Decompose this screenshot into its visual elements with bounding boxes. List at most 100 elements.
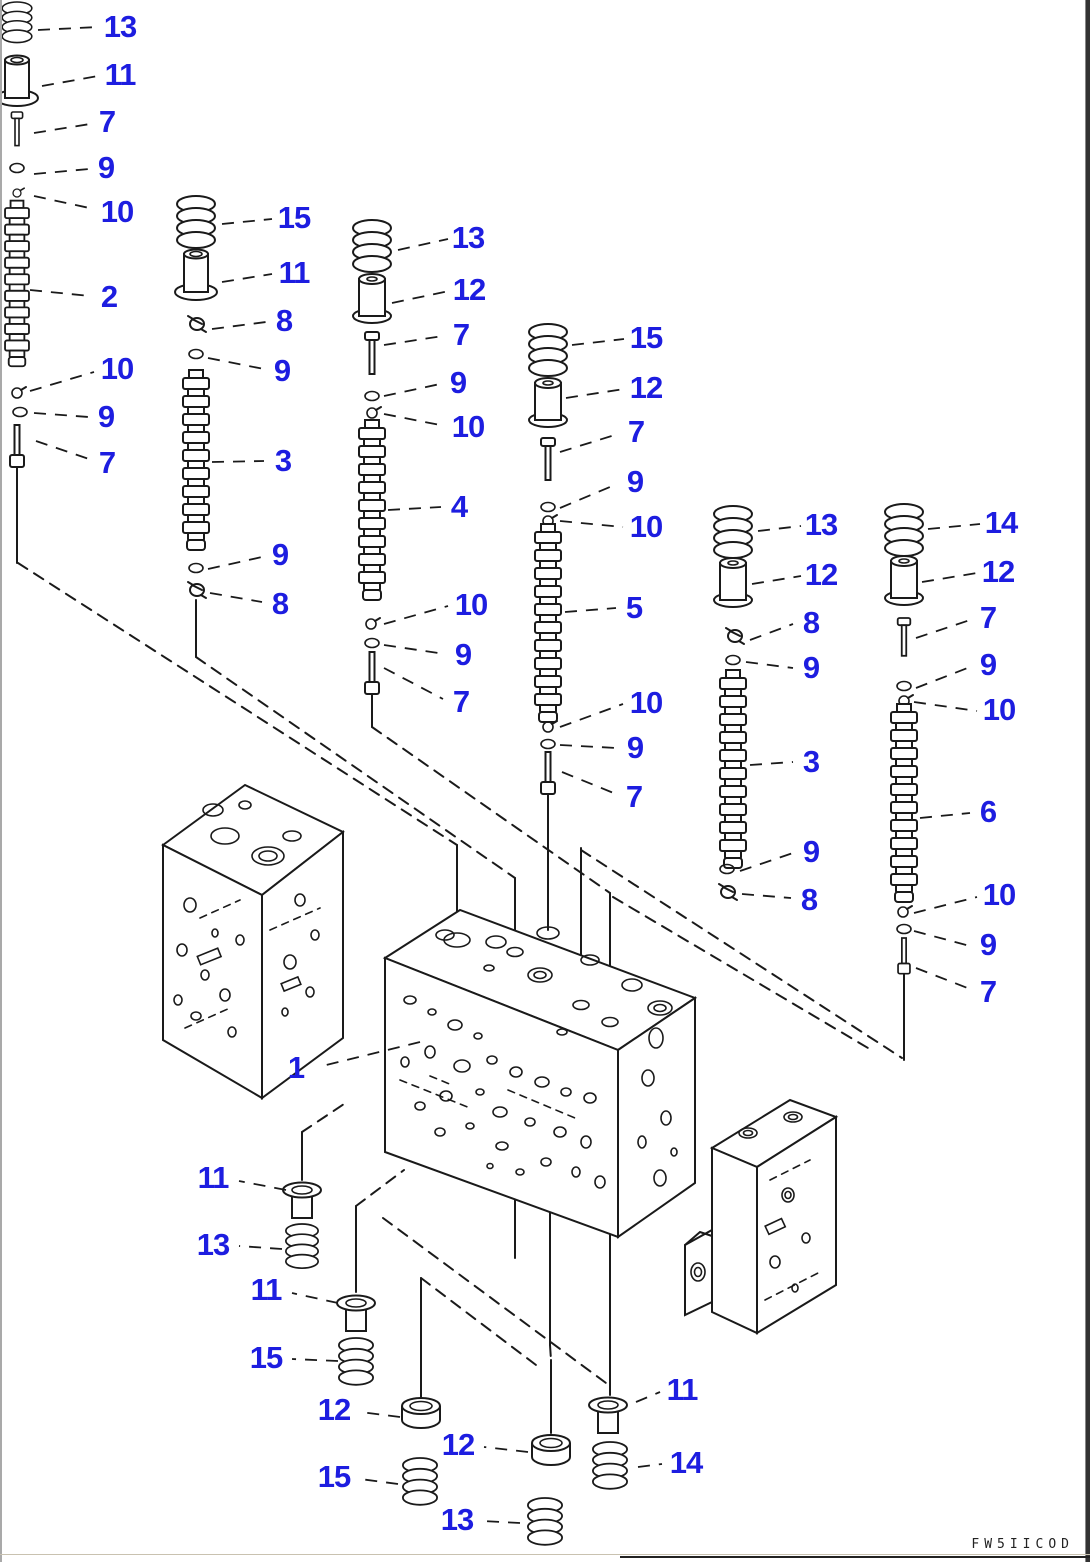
plug-part	[352, 273, 392, 324]
leader-line-9	[745, 661, 794, 669]
leader-line-7	[33, 123, 91, 134]
part-callout-10: 10	[629, 509, 663, 544]
leader-line-15	[359, 1478, 399, 1485]
part-callout-7: 7	[979, 600, 997, 635]
part-callout-13: 13	[196, 1227, 230, 1262]
part-callout-8: 8	[275, 303, 293, 338]
part-callout-9: 9	[802, 650, 820, 685]
leader-line-13	[238, 1245, 283, 1250]
spring-part	[337, 1337, 375, 1386]
part-callout-9: 9	[271, 537, 289, 572]
part-callout-7: 7	[98, 104, 116, 139]
drawing-frame-bottom	[620, 1556, 1090, 1558]
leader-line-15	[221, 218, 273, 225]
part-callout-2: 2	[100, 279, 118, 314]
pin-part	[10, 111, 24, 147]
leader-line-10	[29, 371, 95, 392]
part-callout-8: 8	[271, 586, 289, 621]
part-callout-7: 7	[452, 684, 470, 719]
spool-part	[183, 370, 209, 550]
leader-line-9	[33, 412, 90, 418]
spool-part	[359, 420, 385, 600]
plug-part	[282, 1181, 322, 1219]
washer-part	[365, 617, 381, 630]
leader-line-7	[383, 667, 444, 700]
ring-part	[9, 162, 25, 174]
valve-body-section-left	[161, 783, 345, 1100]
end-cover-body	[684, 1098, 839, 1335]
leader-line-15	[291, 1358, 339, 1362]
ring-part	[188, 562, 204, 574]
ring-part	[364, 637, 380, 649]
leader-line-2	[29, 289, 91, 297]
leader-line-15	[571, 338, 625, 346]
leader-line-10	[559, 520, 624, 528]
leader-line-8	[741, 893, 792, 899]
part-callout-4: 4	[450, 489, 468, 524]
spring-part	[176, 195, 216, 249]
plug-part	[528, 377, 568, 428]
part-callout-3: 3	[274, 443, 292, 478]
leader-line-5	[564, 607, 617, 613]
plug-part	[336, 1294, 376, 1332]
spring-part	[528, 323, 568, 377]
leader-line-9	[207, 357, 265, 370]
part-callout-10: 10	[982, 877, 1016, 912]
pin-part	[897, 937, 911, 975]
spring-part	[713, 505, 753, 559]
spring-part	[1, 1, 33, 44]
plug-part	[713, 557, 753, 608]
leader-line-9	[383, 383, 441, 397]
bushing-part	[401, 1397, 441, 1429]
plug-part	[0, 54, 39, 107]
part-callout-3: 3	[802, 744, 820, 779]
leader-line-9	[913, 930, 971, 947]
leader-line-8	[209, 592, 263, 603]
pin-part	[896, 617, 912, 657]
washer-part	[542, 720, 558, 733]
leader-line-8	[749, 623, 794, 641]
leader-line-10	[383, 413, 446, 427]
spool-part	[891, 704, 917, 902]
part-callout-12: 12	[629, 370, 663, 405]
ring-part	[364, 390, 380, 402]
ring-part	[896, 923, 912, 935]
leader-line-10	[33, 195, 95, 210]
part-callout-11: 11	[197, 1160, 230, 1195]
bushing-part	[531, 1434, 571, 1466]
leader-line-14	[927, 523, 981, 530]
leader-line-9	[915, 666, 971, 689]
part-callout-7: 7	[452, 317, 470, 352]
part-callout-12: 12	[441, 1427, 475, 1462]
leader-line-12	[391, 290, 450, 304]
part-callout-7: 7	[625, 779, 643, 814]
leader-line-6	[919, 812, 971, 819]
leader-line-7	[561, 771, 617, 795]
ring-part	[896, 680, 912, 692]
part-callout-9: 9	[979, 927, 997, 962]
part-callout-10: 10	[100, 351, 134, 386]
valve-parts-column-b	[174, 195, 218, 599]
drawing-code-watermark: FW5IICOD	[971, 1537, 1074, 1552]
spring-part	[884, 503, 924, 557]
leader-line-10	[383, 605, 449, 625]
leader-line-3	[749, 761, 794, 766]
part-callout-8: 8	[802, 605, 820, 640]
main-valve-body	[382, 908, 698, 1239]
leader-line-13	[37, 26, 99, 31]
leader-line-9	[559, 744, 618, 749]
part-callout-8: 8	[800, 882, 818, 917]
part-callout-10: 10	[451, 409, 485, 444]
leader-line-1	[321, 1041, 421, 1067]
part-callout-10: 10	[982, 692, 1016, 727]
page-edge-left	[0, 0, 2, 1562]
part-callout-11: 11	[278, 255, 311, 290]
leader-line-9	[559, 483, 618, 509]
part-callout-14: 14	[984, 505, 1018, 540]
washer-part	[366, 406, 382, 419]
leader-line-7	[559, 433, 619, 453]
leader-line-9	[383, 644, 446, 655]
pin-part	[364, 331, 380, 375]
